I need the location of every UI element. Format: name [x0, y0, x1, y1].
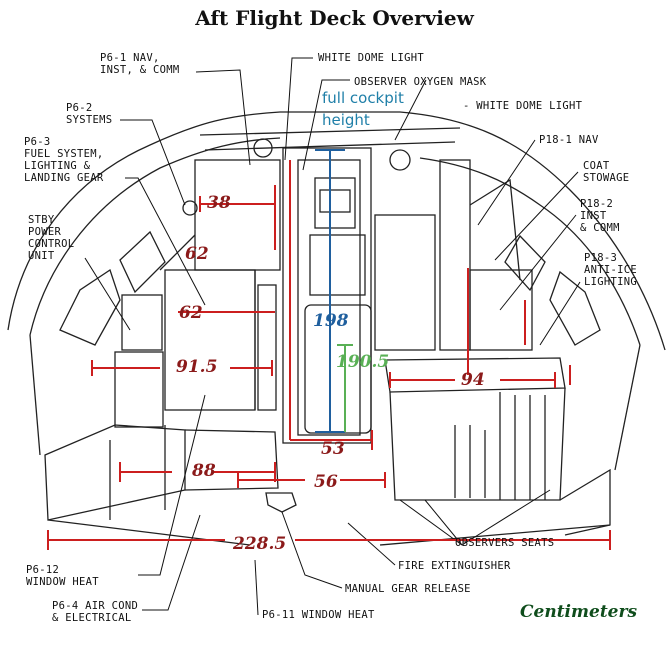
dimension-62-lower: 62 — [179, 303, 203, 323]
dimension-38: 38 — [207, 193, 231, 213]
label-p6-12: P6-12 WINDOW HEAT — [26, 564, 99, 588]
full-cockpit-height-note: full cockpit height — [322, 89, 404, 129]
dimension-88: 88 — [192, 461, 216, 481]
label-p6-2: P6-2 SYSTEMS — [66, 102, 113, 126]
label-observer-oxygen: OBSERVER OXYGEN MASK — [354, 76, 487, 88]
dimension-62-upper: 62 — [185, 244, 209, 264]
partial-height-line — [337, 344, 353, 432]
full-height-line — [315, 149, 345, 433]
label-white-dome-light: WHITE DOME LIGHT — [318, 52, 424, 64]
label-p18-2: P18-2 INST & COMM — [580, 198, 620, 234]
label-p18-3: P18-3 ANTI-ICE LIGHTING — [584, 252, 637, 288]
cockpit-structure — [7, 111, 666, 546]
page-title: Aft Flight Deck Overview — [195, 6, 474, 30]
label-p6-11: P6-11 WINDOW HEAT — [262, 609, 375, 621]
dimension-228-5: 228.5 — [233, 534, 287, 554]
label-coat-stowage: COAT STOWAGE — [583, 160, 630, 184]
label-white-dome-light-2: - WHITE DOME LIGHT — [463, 100, 583, 112]
label-p18-1: P18-1 NAV — [539, 134, 599, 146]
units-label: Centimeters — [520, 602, 638, 622]
label-p6-1: P6-1 NAV, INST, & COMM — [100, 52, 180, 76]
dimension-lines — [47, 160, 611, 550]
label-stby-power: STBY POWER CONTROL UNIT — [28, 214, 75, 262]
label-p6-3: P6-3 FUEL SYSTEM, LIGHTING & LANDING GEA… — [24, 136, 104, 184]
label-white-dome-light-2-text: WHITE DOME LIGHT — [476, 100, 583, 112]
dimension-53: 53 — [321, 439, 345, 459]
label-observers-seats: OBSERVERS SEATS — [455, 537, 555, 549]
dimension-198: 198 — [313, 311, 349, 331]
label-manual-gear: MANUAL GEAR RELEASE — [345, 583, 471, 595]
dimension-190-5: 190.5 — [336, 352, 390, 372]
dimension-91-5: 91.5 — [176, 357, 218, 377]
dimension-94: 94 — [461, 370, 485, 390]
label-fire-extinguisher: FIRE EXTINGUISHER — [398, 560, 511, 572]
label-p6-4: P6-4 AIR COND & ELECTRICAL — [52, 600, 139, 624]
leader-lines — [84, 57, 581, 616]
dimension-56: 56 — [314, 472, 338, 492]
